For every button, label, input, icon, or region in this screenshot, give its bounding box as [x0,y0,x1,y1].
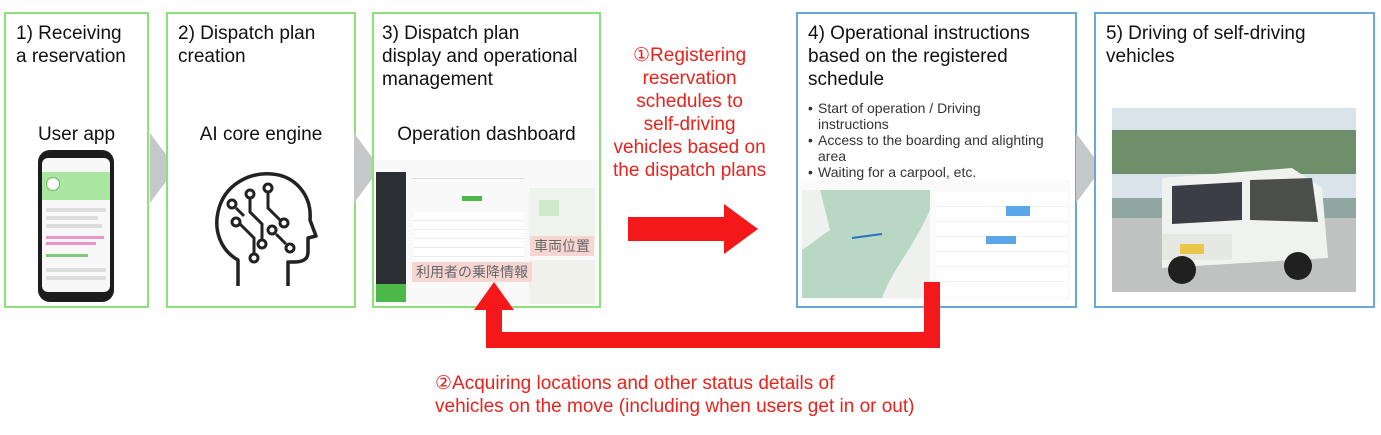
step-3-sub: Operation dashboard [397,124,576,145]
brain-circuit-icon [215,172,318,286]
register-annotation: ①Registering reservation schedules to se… [613,45,767,181]
boarding-info-tag: 利用者の乗降情報 [412,262,532,282]
step-2-title: 2) Dispatch plan creation [178,23,316,67]
instruction-item: Waiting for a carpool, etc. [808,164,1044,180]
map-screenshot [800,180,1070,300]
phone-app-icon [38,150,114,302]
step-3-title: 3) Dispatch plan display and operational… [382,23,578,90]
instruction-item: Start of operation / Driving instruction… [808,100,1044,132]
step-1-title: 1) Receiving a reservation [16,23,126,67]
flow-arrow-3 [1076,133,1102,203]
step-2-sub: AI core engine [199,124,323,145]
step-1-sub: User app [37,124,116,145]
step-2-panel: 2) Dispatch plan creation AI core engine [166,12,356,308]
flow-arrow-2 [354,133,380,203]
step-4-title: 4) Operational instructions based on the… [808,23,1030,90]
instruction-list: Start of operation / Driving instruction… [808,100,1044,180]
instruction-item: Access to the boarding and alighting are… [808,132,1044,164]
register-arrow [628,204,758,254]
vehicle-photo [1112,108,1356,292]
flow-arrow-1 [150,133,176,203]
acquire-arrow [474,282,940,348]
vehicle-location-tag: 車両位置 [530,236,594,256]
acquire-annotation: ②Acquiring locations and other status de… [435,373,915,417]
step-5-title: 5) Driving of self-driving vehicles [1106,23,1306,67]
